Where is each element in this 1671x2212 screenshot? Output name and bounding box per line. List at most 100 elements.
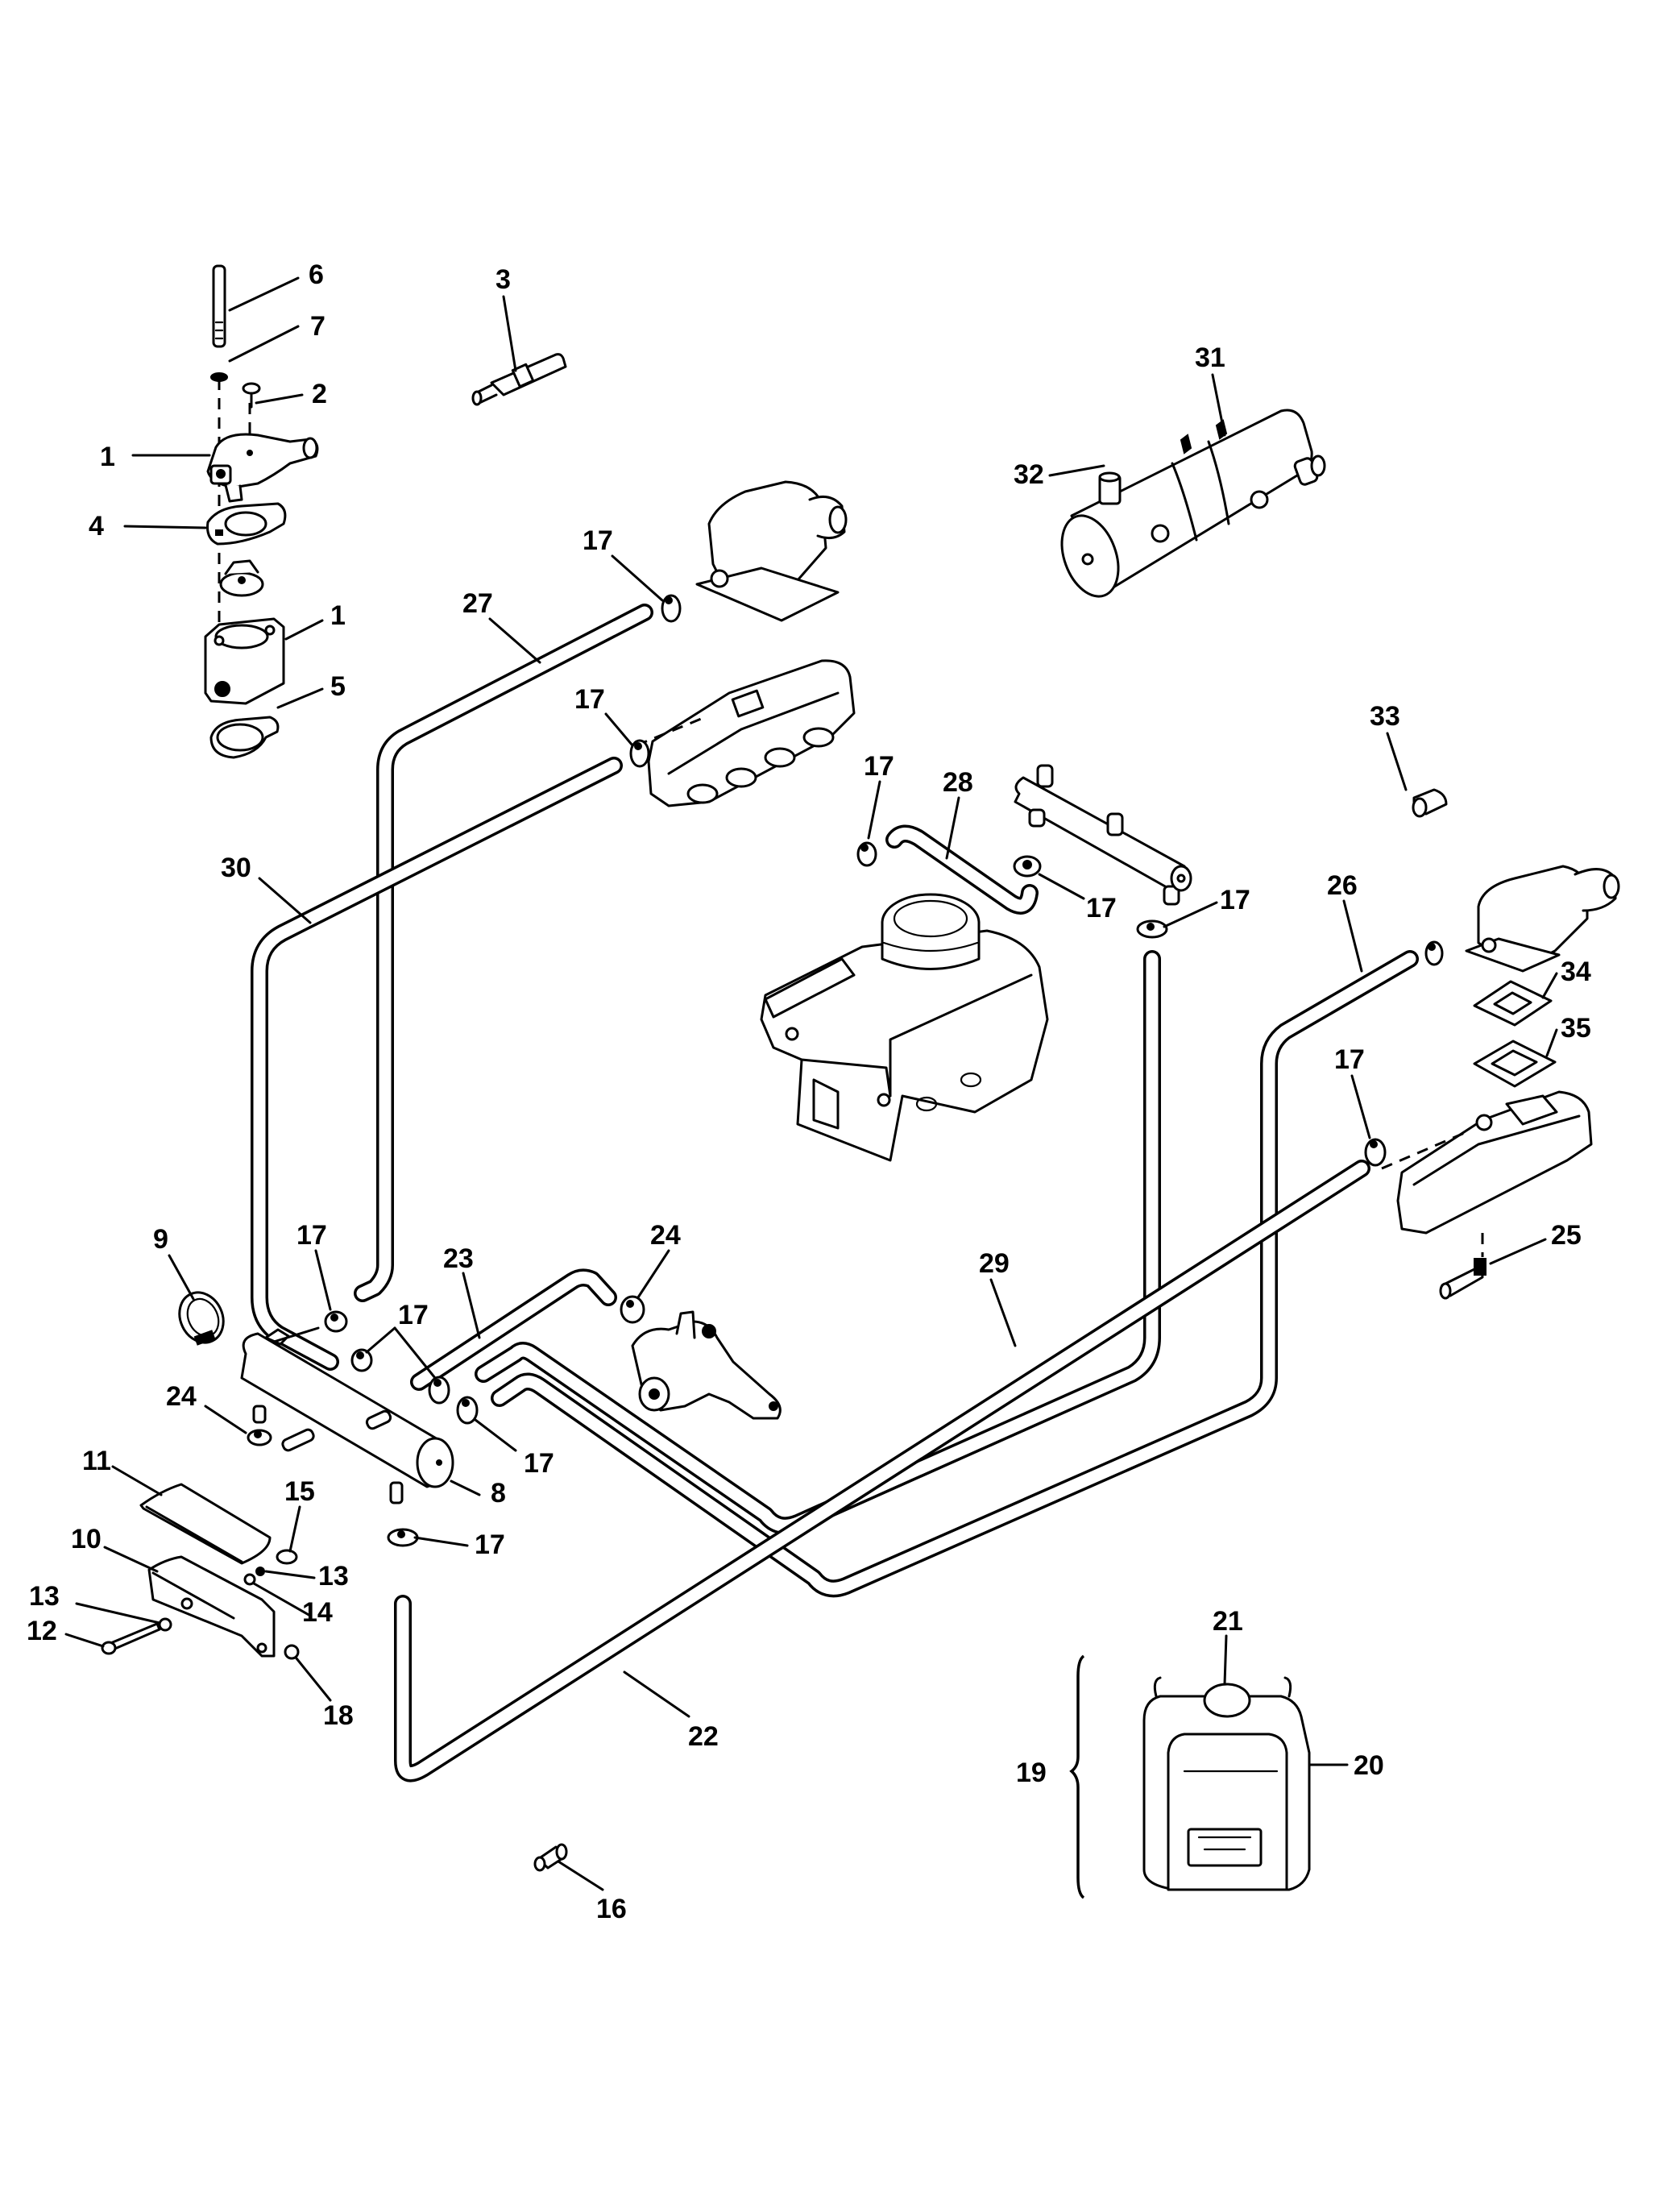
water-rail-icon	[1014, 764, 1192, 906]
hose-clamp-icon	[1013, 855, 1042, 878]
hose-clamp-icon	[661, 594, 682, 623]
hose-clamp-icon	[456, 1396, 479, 1425]
callout-17-a: 17	[583, 525, 613, 556]
callout-20: 20	[1354, 1750, 1384, 1781]
callout-21: 21	[1213, 1606, 1243, 1637]
callout-33: 33	[1370, 701, 1400, 732]
bracket-cover-icon	[139, 1483, 272, 1565]
hose-clamps	[324, 594, 1444, 1547]
hose-clamp-icon	[620, 1295, 645, 1324]
callout-26: 26	[1327, 870, 1358, 901]
callout-30: 30	[221, 853, 251, 883]
callout-17-g: 17	[296, 1220, 327, 1251]
callout-labels: 6 7 2 1 4 1 5 3 31 32 17 27 17 33 17 28 …	[27, 259, 1591, 1924]
thermostat-cover-icon	[206, 433, 319, 503]
callout-17-j: 17	[475, 1529, 505, 1560]
gasket-icon	[209, 716, 280, 759]
hose-29	[475, 950, 1161, 1535]
callout-14: 14	[302, 1597, 333, 1628]
hose-clamp-icon	[1136, 919, 1168, 939]
hose-22	[394, 1160, 1370, 1782]
hose-clamp-icon	[387, 1528, 419, 1547]
hose-27	[354, 604, 653, 1302]
hose-clamp-icon	[856, 841, 877, 867]
thermostat-icon	[219, 559, 264, 597]
washer-icon	[210, 372, 228, 382]
callout-32: 32	[1014, 459, 1044, 490]
gasket-icon	[1473, 980, 1553, 1027]
exhaust-manifold-icon	[636, 659, 856, 807]
stud-icon	[212, 264, 226, 348]
callout-19: 19	[1016, 1758, 1047, 1788]
callout-17-b: 17	[574, 684, 605, 715]
hose-clamp-icon	[1364, 1138, 1387, 1167]
callout-17-e: 17	[1220, 885, 1250, 915]
callout-17-d: 17	[1086, 893, 1117, 923]
callout-17-f: 17	[1334, 1044, 1365, 1075]
coolant-reservoir-icon	[1069, 1654, 1311, 1899]
hoses	[251, 604, 1419, 1782]
callout-35: 35	[1561, 1013, 1591, 1044]
callout-6: 6	[309, 259, 324, 290]
bolt-icon	[101, 1622, 161, 1655]
bracket-icon	[147, 1555, 276, 1658]
callout-17-c: 17	[864, 751, 894, 782]
callout-5: 5	[330, 671, 346, 702]
callout-1-cover: 1	[100, 442, 115, 472]
hose-clamp-icon	[350, 1348, 373, 1372]
callout-13-left: 13	[29, 1581, 60, 1612]
callout-24-pump: 24	[650, 1220, 681, 1251]
callout-16: 16	[596, 1894, 627, 1924]
callout-8: 8	[491, 1478, 506, 1509]
thermostat-assembly	[204, 264, 319, 759]
callout-23: 23	[443, 1243, 474, 1274]
callout-12: 12	[27, 1616, 57, 1646]
drain-fitting-icon	[533, 1843, 568, 1872]
callout-34: 34	[1561, 957, 1591, 987]
washer-icon	[255, 1567, 265, 1576]
temperature-sender-icon	[471, 353, 567, 406]
nut-icon	[243, 1573, 256, 1586]
nut-icon	[284, 1644, 300, 1660]
callout-1-housing: 1	[330, 600, 346, 631]
callout-17-h: 17	[398, 1300, 429, 1330]
callout-3: 3	[495, 264, 511, 295]
callout-31: 31	[1195, 342, 1225, 373]
hose-26	[491, 950, 1419, 1598]
callout-4: 4	[89, 511, 104, 542]
plug-icon	[1412, 788, 1448, 818]
callout-24-manifold: 24	[166, 1381, 197, 1412]
thermostat-housing-icon	[204, 617, 285, 705]
right-exhaust-manifold-icon	[1381, 1090, 1593, 1257]
hose-clamp-icon	[629, 739, 650, 768]
engine-block-icon	[760, 893, 1049, 1162]
callout-28: 28	[943, 767, 973, 798]
gasket-icon	[206, 502, 287, 546]
clamp-icon	[178, 1291, 225, 1346]
callout-25: 25	[1551, 1220, 1582, 1251]
hose-30	[251, 757, 623, 1371]
hose-28	[885, 824, 1039, 915]
callout-9: 9	[153, 1224, 168, 1255]
callout-11: 11	[82, 1446, 111, 1476]
exhaust-elbow-icon	[695, 480, 848, 622]
callout-10: 10	[71, 1524, 102, 1554]
right-exhaust-elbow-icon	[1465, 865, 1620, 973]
hose-clamp-icon	[247, 1429, 272, 1446]
callout-18: 18	[323, 1700, 354, 1731]
callout-13-right: 13	[318, 1561, 349, 1592]
gasket-icon	[1473, 1040, 1557, 1088]
washer-icon	[158, 1617, 172, 1632]
hose-23	[410, 1268, 617, 1391]
hose-clamp-icon	[1424, 940, 1444, 966]
water-pump-icon	[631, 1310, 782, 1420]
distribution-manifold-icon	[240, 1326, 454, 1504]
hose-clamp-icon	[428, 1376, 450, 1405]
callout-22: 22	[688, 1721, 719, 1752]
callout-7: 7	[310, 311, 325, 342]
screw-icon	[242, 382, 261, 409]
leader-lines	[64, 276, 1558, 1891]
spacer-icon	[276, 1549, 298, 1565]
callout-17-i: 17	[524, 1448, 554, 1479]
